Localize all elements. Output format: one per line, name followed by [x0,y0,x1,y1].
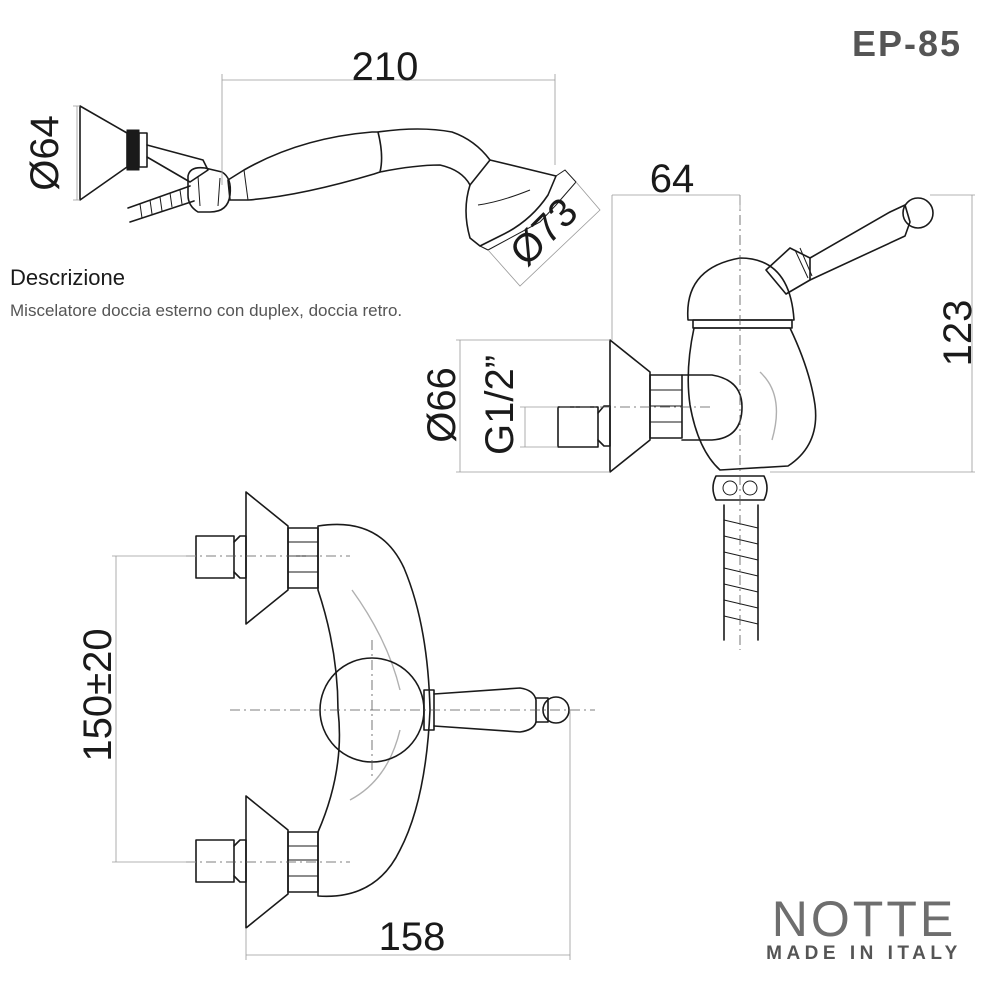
dimension-front-width: 158 [379,915,446,959]
dimension-inlet-spacing: 150±20 [76,628,120,761]
brand-name: NOTTE [772,891,956,947]
brand-tagline: MADE IN ITALY [766,943,962,964]
dimension-handshower-head-diameter: Ø73 [502,190,587,275]
dimension-handshower-holder-diameter: Ø64 [23,115,67,191]
handshower-view: Ø64 210 Ø73 [23,45,601,287]
dimension-flange-diameter: Ø66 [420,367,464,443]
description-block: Descrizione Miscelatore doccia esterno c… [10,265,402,320]
brand-logo: NOTTE MADE IN ITALY [766,891,962,964]
description-text: Miscelatore doccia esterno con duplex, d… [10,301,402,320]
dimension-side-depth: 64 [650,157,695,201]
front-view: 150±20 158 [76,491,595,960]
dimension-side-height: 123 [936,300,980,367]
description-title: Descrizione [10,265,125,290]
product-code: EP-85 [852,23,962,64]
side-view: 64 123 Ø66 G1/2” [420,157,980,650]
dimension-handshower-length: 210 [352,45,419,89]
dimension-thread: G1/2” [478,355,522,455]
